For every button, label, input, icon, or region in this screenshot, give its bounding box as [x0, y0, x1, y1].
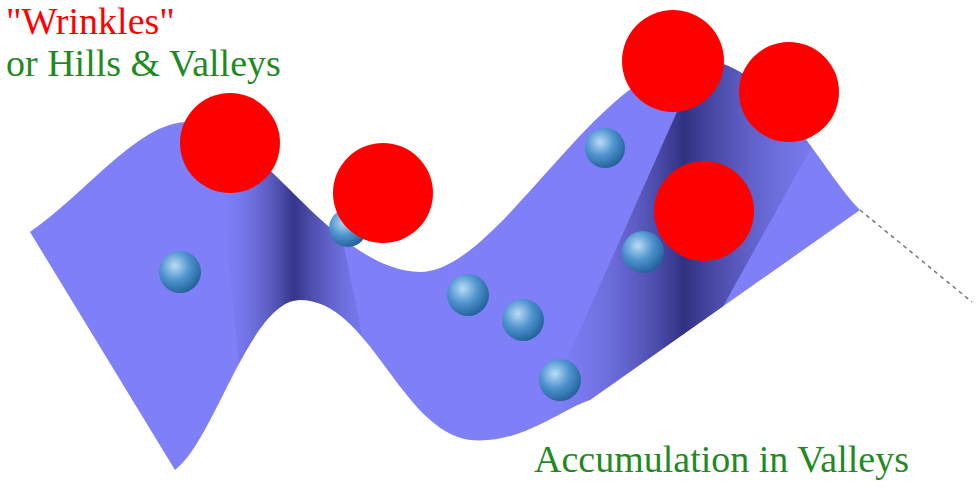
title-label: "Wrinkles" — [6, 2, 175, 42]
caption-label: Accumulation in Valleys — [534, 440, 909, 480]
subtitle-label: or Hills & Valleys — [6, 44, 281, 84]
sheet — [30, 60, 860, 470]
dashed-line — [860, 210, 972, 302]
